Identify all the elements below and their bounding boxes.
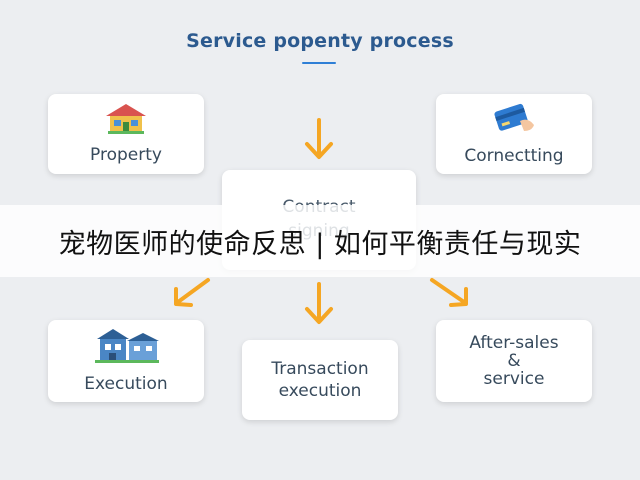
arrow-down-top [305,118,333,159]
node-label: Execution [84,374,168,394]
building-icon [91,327,161,369]
overlay-banner: 宠物医师的使命反思 | 如何平衡责任与现实 [0,205,640,277]
node-label: Property [90,145,162,165]
node-label-line1: Transaction [271,359,369,379]
arrow-down-center [305,282,333,324]
house-icon [102,102,150,140]
node-label-line2: execution [278,381,362,401]
node-connecting: Cornectting [436,94,592,174]
diagram-title: Service popenty process [186,30,454,52]
title-underline [302,62,336,64]
node-after-sales-service: After-sales & service [436,320,592,402]
node-label: Cornectting [464,146,564,166]
node-label-line2: & [507,351,521,371]
node-execution: Execution [48,320,204,402]
node-label-line3: service [483,369,545,389]
card-payment-icon [490,101,538,141]
node-transaction-execution: Transaction execution [242,340,398,420]
node-label-line1: After-sales [469,333,559,353]
arrow-down-left [174,278,210,307]
node-property: Property [48,94,204,174]
arrow-down-right [430,278,468,307]
